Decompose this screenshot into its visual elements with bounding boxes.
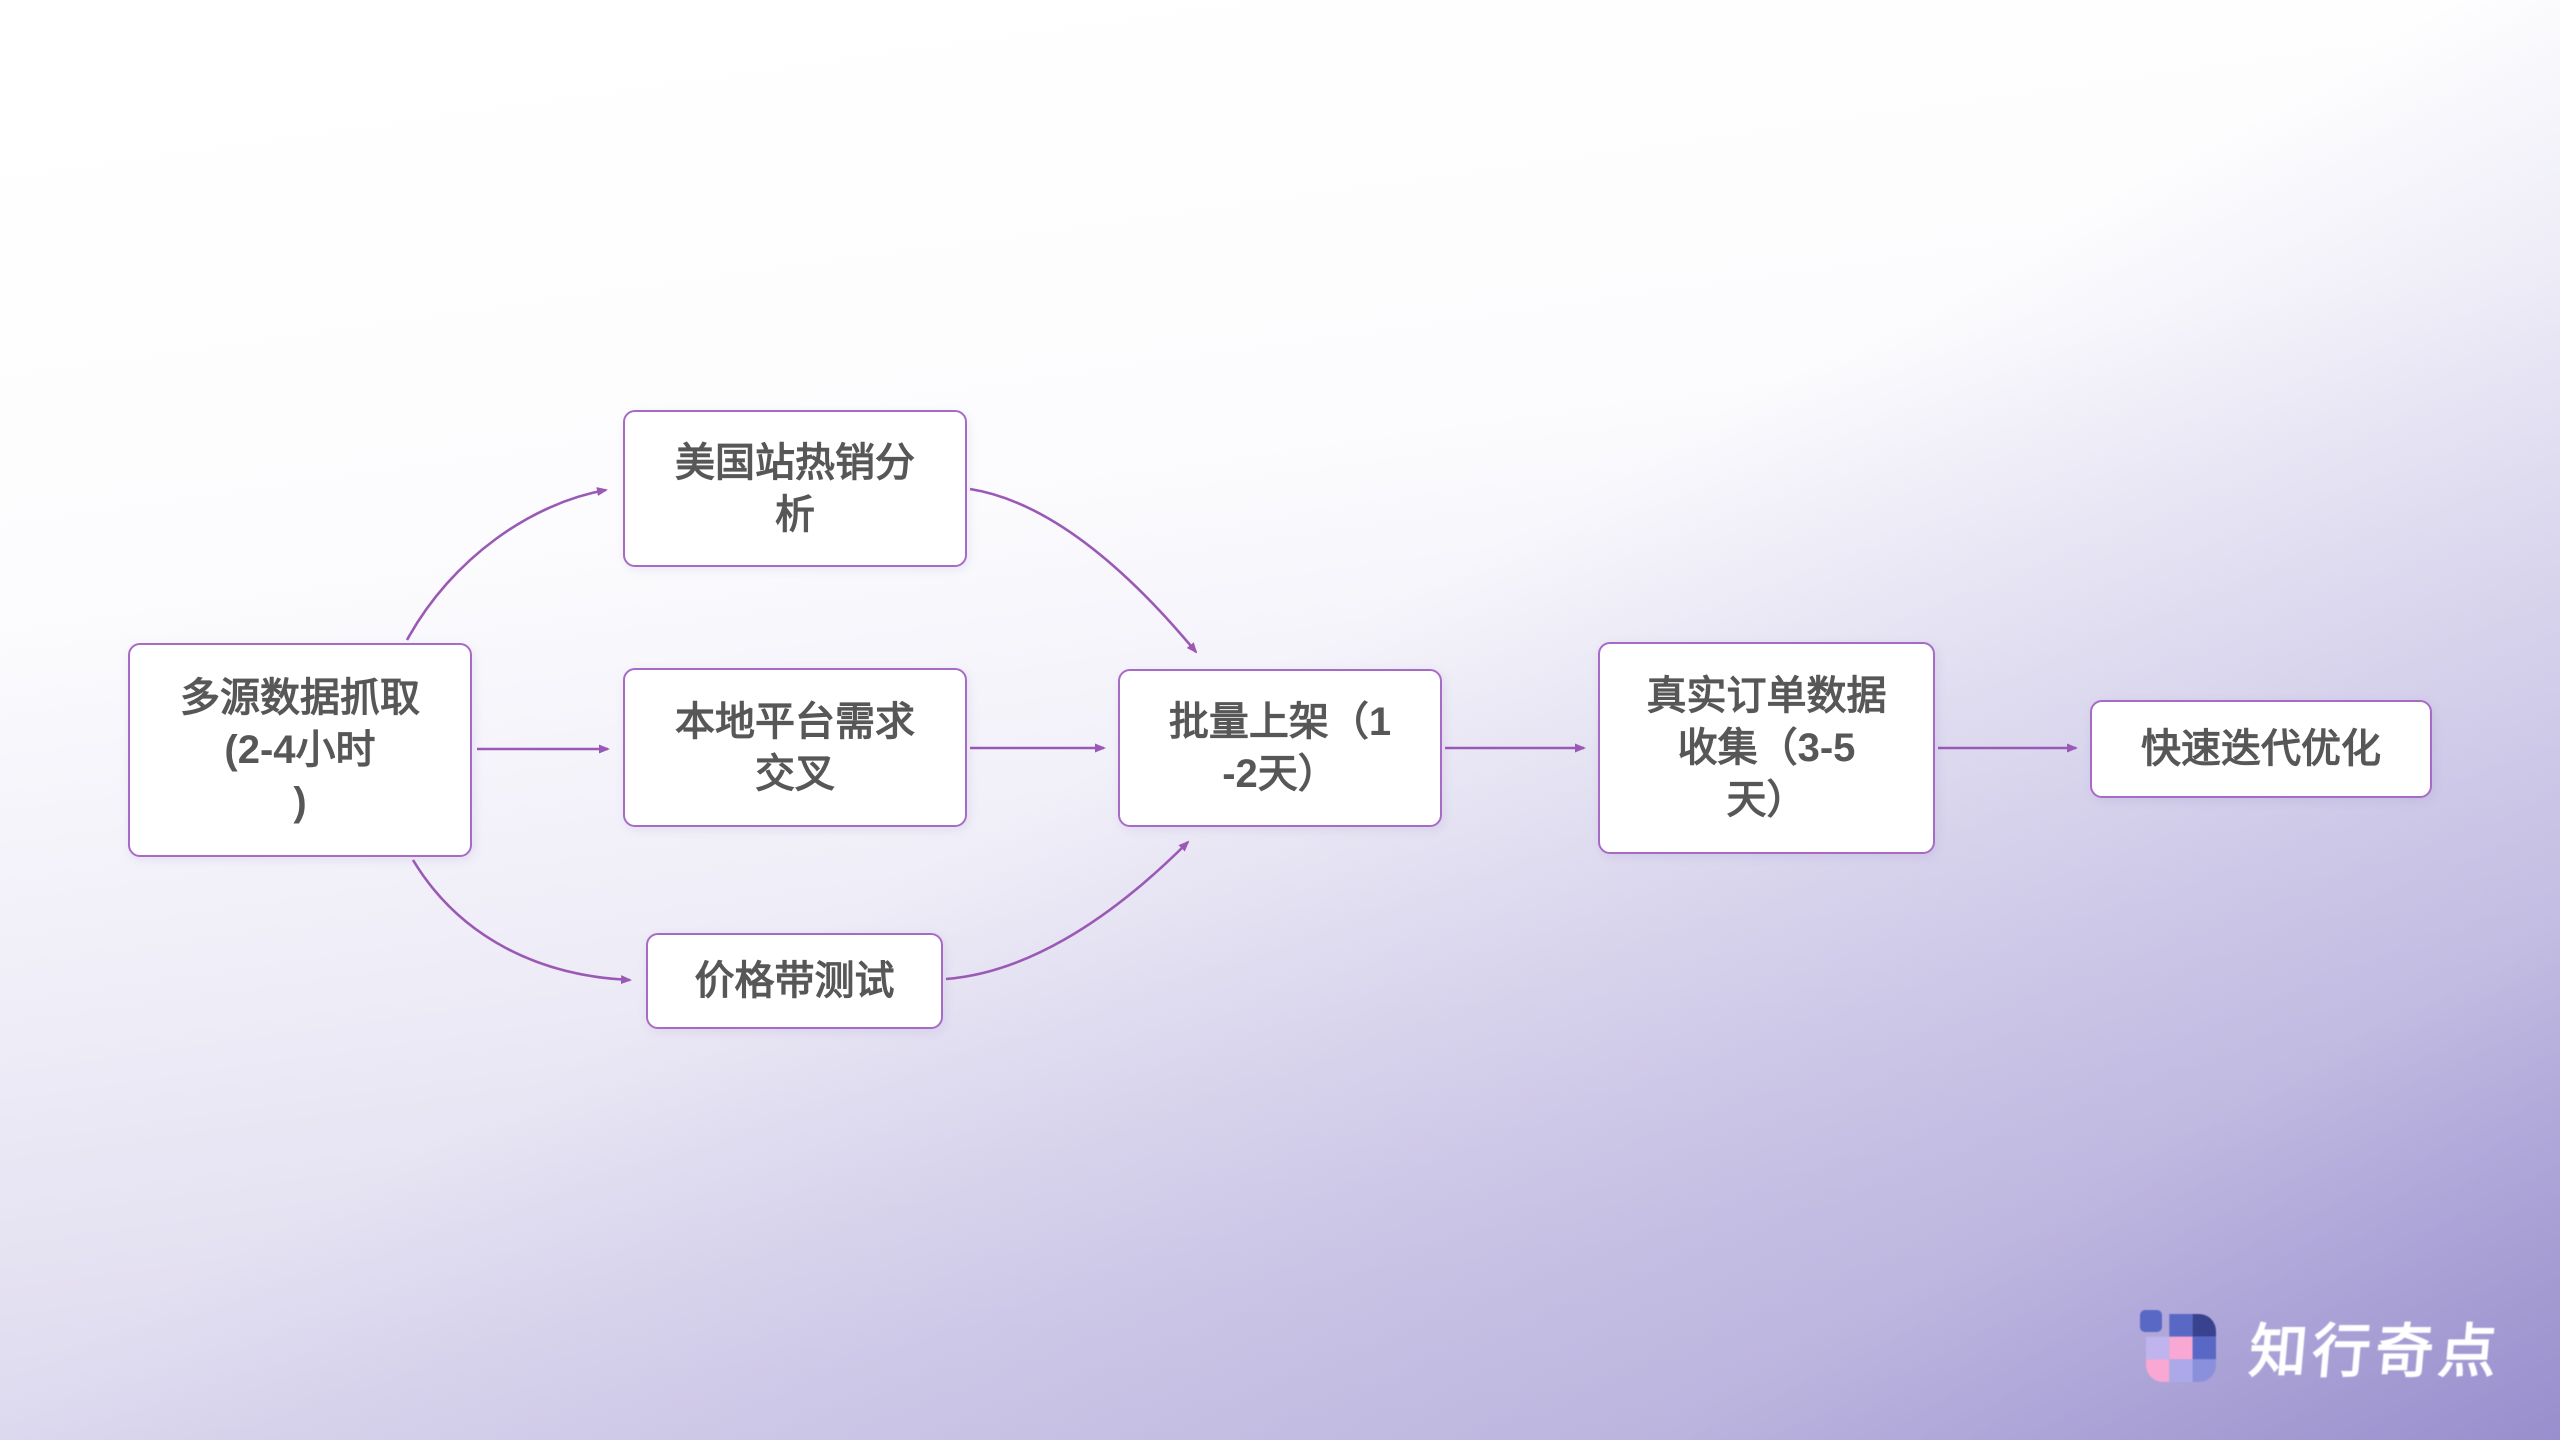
node-batch-listing: 批量上架（1 -2天） bbox=[1118, 669, 1442, 827]
arrow-capture-to-us-analysis bbox=[405, 487, 608, 641]
arrow-price-test-to-batch bbox=[945, 840, 1190, 981]
node-rapid-iteration-optimization: 快速迭代优化 bbox=[2090, 700, 2432, 798]
node-multi-source-capture: 多源数据抓取 (2-4小时 ) bbox=[128, 643, 472, 857]
brand-logo: 知行奇点 bbox=[2139, 1304, 2505, 1388]
node-us-hot-sale-analysis: 美国站热销分 析 bbox=[623, 410, 967, 567]
arrow-us-analysis-to-batch bbox=[969, 487, 1198, 654]
mosaic-grid-logo-icon bbox=[2139, 1310, 2216, 1382]
arrow-capture-to-price-test bbox=[411, 859, 632, 985]
node-local-platform-demand-cross: 本地平台需求 交叉 bbox=[623, 668, 967, 827]
node-real-order-data-collection: 真实订单数据 收集（3-5 天） bbox=[1598, 642, 1935, 854]
node-price-band-test: 价格带测试 bbox=[646, 933, 943, 1029]
brand-name: 知行奇点 bbox=[2246, 1319, 2505, 1384]
